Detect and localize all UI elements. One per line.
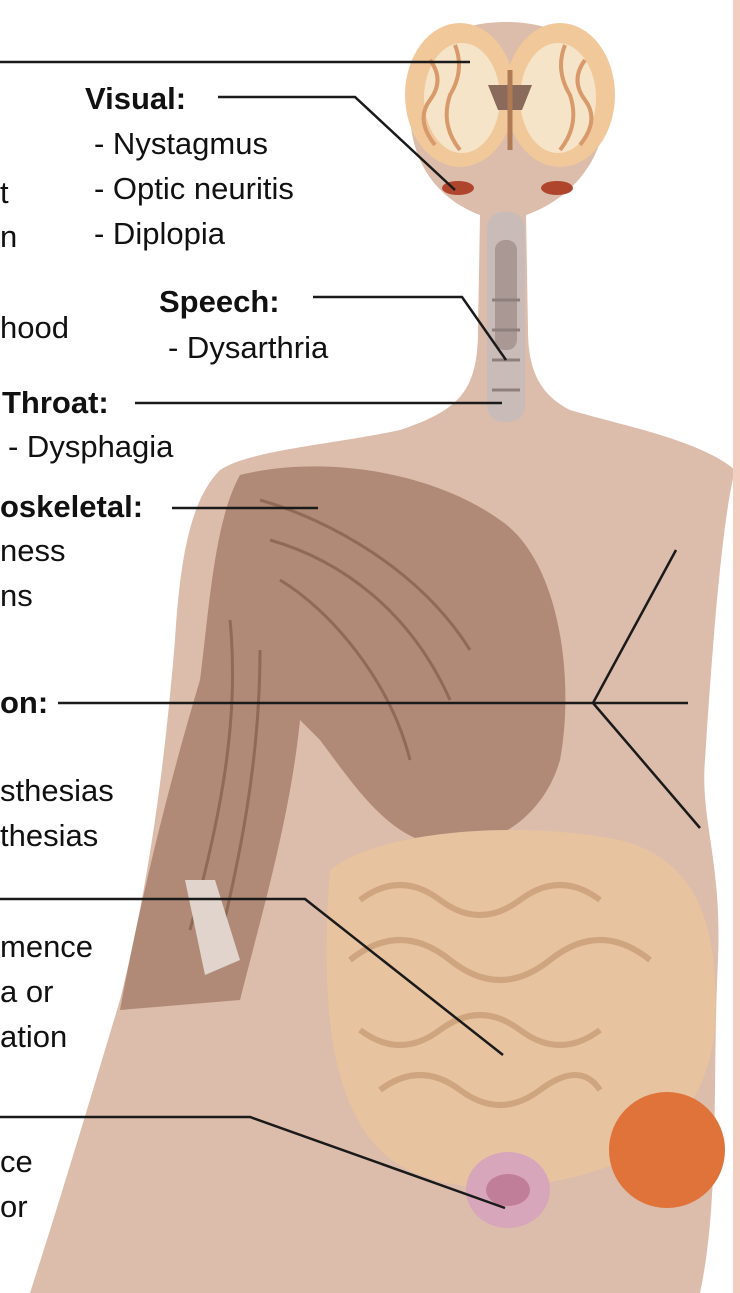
- speech-item-dysarthria: - Dysarthria: [168, 332, 328, 363]
- musculoskeletal-fragment-1: ness: [0, 535, 65, 566]
- accent-circle: [609, 1092, 725, 1208]
- bladder-inner-icon: [486, 1174, 530, 1206]
- visual-title: Visual:: [85, 83, 186, 114]
- larynx-icon: [487, 212, 525, 422]
- bowel-fragment-2: a or: [0, 976, 53, 1007]
- left-fragment-3: hood: [0, 312, 69, 343]
- speech-title: Speech:: [159, 286, 280, 317]
- bowel-fragment-1: mence: [0, 931, 93, 962]
- throat-item-dysphagia: - Dysphagia: [8, 431, 173, 462]
- sensation-fragment-1: sthesias: [0, 775, 114, 806]
- sensation-fragment-2: thesias: [0, 820, 98, 851]
- visual-item-optic-neuritis: - Optic neuritis: [94, 173, 294, 204]
- speech-leader-line: [313, 297, 506, 360]
- visual-item-diplopia: - Diplopia: [94, 218, 225, 249]
- throat-title: Throat:: [2, 387, 109, 418]
- visual-item-nystagmus: - Nystagmus: [94, 128, 268, 159]
- bowel-fragment-3: ation: [0, 1021, 67, 1052]
- left-fragment-2: n: [0, 221, 17, 252]
- right-eye-icon: [541, 181, 573, 195]
- urinary-fragment-1: ce: [0, 1146, 33, 1177]
- left-fragment-1: t: [0, 177, 9, 208]
- musculoskeletal-fragment-2: ns: [0, 580, 33, 611]
- urinary-fragment-2: or: [0, 1191, 28, 1222]
- musculoskeletal-title: oskeletal:: [0, 491, 143, 522]
- right-edge-band: [733, 0, 740, 1293]
- sensation-title: on:: [0, 687, 48, 718]
